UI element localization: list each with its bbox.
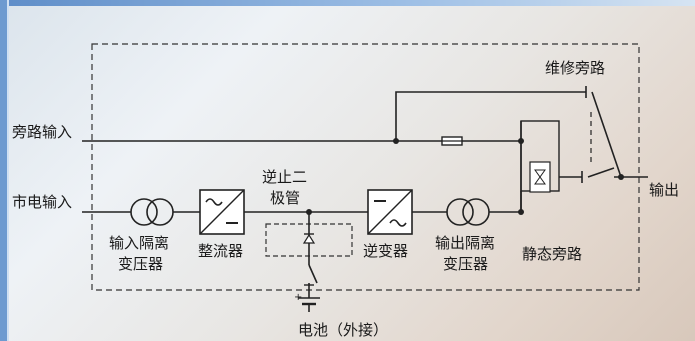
- label-bypass-input: 旁路输入: [12, 123, 72, 141]
- label-input-transformer-line2: 变压器: [118, 255, 163, 273]
- label-check-diode-line1: 逆止二: [262, 168, 307, 186]
- label-maintenance-bypass: 维修旁路: [545, 59, 605, 77]
- label-rectifier: 整流器: [198, 242, 243, 260]
- label-input-transformer-line1: 输入隔离: [109, 234, 169, 252]
- window-left-edge-highlight: [7, 0, 9, 341]
- label-mains-input: 市电输入: [12, 193, 72, 211]
- ups-enclosure: [91, 43, 640, 291]
- label-static-bypass: 静态旁路: [522, 245, 582, 263]
- maintenance-bypass-switch: [591, 91, 622, 178]
- input-transformer-coil-2: [146, 198, 174, 226]
- output-transformer-coil-2: [462, 198, 490, 226]
- svg-text:+: +: [294, 292, 302, 303]
- label-battery: 电池（外接）: [298, 321, 388, 339]
- battery-switch: [308, 264, 318, 284]
- diode-symbol: [302, 233, 316, 244]
- label-output-transformer-line1: 输出隔离: [435, 234, 495, 252]
- label-output: 输出: [649, 181, 679, 199]
- static-output-switch: [587, 167, 615, 178]
- input-transformer-coil-1: [130, 198, 158, 226]
- label-inverter: 逆变器: [363, 242, 408, 260]
- output-transformer-coil-1: [446, 198, 474, 226]
- label-output-transformer-line2: 变压器: [443, 255, 488, 273]
- maintenance-bypass-wire: [395, 91, 586, 141]
- window-left-edge: [0, 0, 7, 341]
- window-top-edge: [0, 0, 695, 6]
- label-check-diode-line2: 极管: [270, 189, 300, 207]
